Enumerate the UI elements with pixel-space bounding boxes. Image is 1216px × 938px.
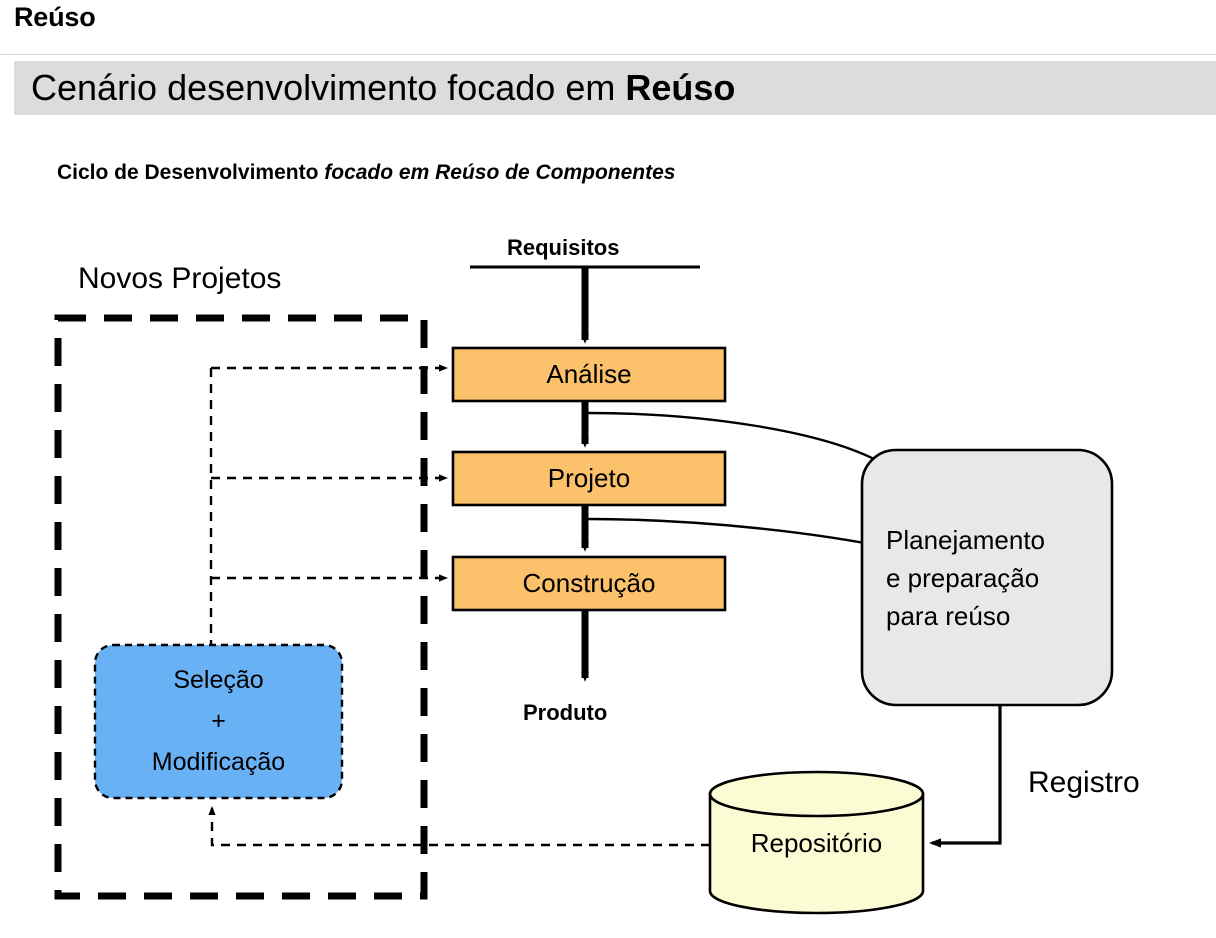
stage-box-construcao[interactable] — [451, 555, 727, 612]
selection-modification-box[interactable] — [93, 643, 344, 800]
page-title-emphasis: Reúso — [625, 67, 736, 108]
label-requisitos: Requisitos — [507, 235, 620, 260]
group-label-novos-projetos: Novos Projetos — [78, 262, 282, 295]
curve-projeto-planejamento — [587, 517, 896, 551]
diagram-caption: Ciclo de Desenvolvimento focado em Reúso… — [57, 161, 675, 185]
label-registro: Registro — [1028, 766, 1140, 799]
slide-kicker: Reúso — [14, 2, 96, 32]
repository-cylinder[interactable] — [708, 770, 925, 915]
new-projects-group-box — [54, 314, 428, 900]
stage-box-analise[interactable] — [451, 346, 727, 403]
diagram-caption-emphasis: focado em Reúso de Componentes — [324, 161, 676, 184]
planning-preparation-box[interactable] — [860, 448, 1114, 707]
path-repositorio-selecao — [208, 806, 710, 847]
label-produto: Produto — [523, 700, 608, 725]
diagram-caption-prefix: Ciclo de Desenvolvimento — [57, 161, 325, 184]
page-title: Cenário desenvolvimento focado em Reúso — [31, 66, 735, 110]
page-title-prefix: Cenário desenvolvimento focado em — [31, 67, 626, 108]
curve-analise-planejamento — [587, 411, 881, 464]
path-registro — [929, 705, 1002, 848]
title-banner — [14, 61, 1216, 115]
header-divider — [0, 54, 1216, 55]
stage-box-projeto[interactable] — [451, 450, 727, 507]
